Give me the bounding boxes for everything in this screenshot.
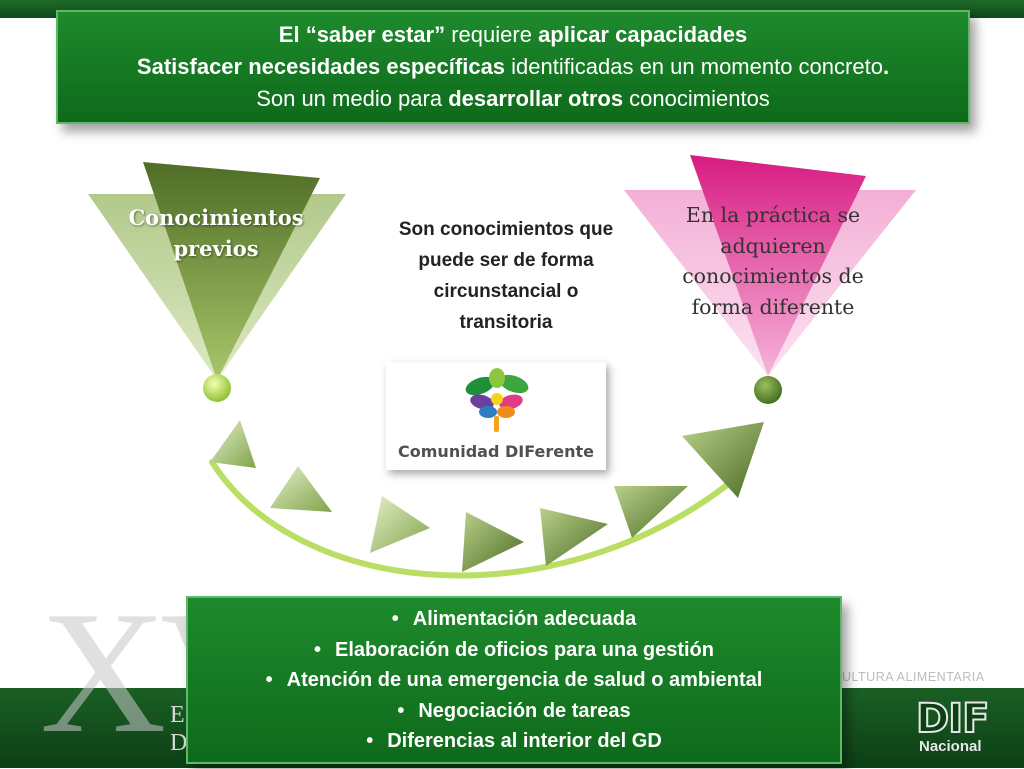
arrow-marker-5 [540, 508, 608, 566]
arrow-marker-2 [270, 466, 332, 512]
bullet-item: Alimentación adecuada [188, 604, 840, 635]
right-triangle-text: En la práctica se adquieren conocimiento… [652, 200, 894, 322]
dif-logo-letters: DIF [915, 696, 990, 742]
bullet-item: Atención de una emergencia de salud o am… [188, 665, 840, 696]
right-line-3: conocimientos de [682, 264, 864, 288]
footer-tagline: ULTURA ALIMENTARIA [842, 670, 985, 684]
right-line-4: forma diferente [691, 294, 855, 319]
header-line-2-bold-a: Satisfacer necesidades específicas [136, 54, 506, 79]
left-label-line-1: Conocimientos [128, 205, 304, 230]
header-line-3-text-a: Son un medio para [256, 86, 449, 111]
left-triangle-label: Conocimientos previos [104, 202, 328, 264]
arrow-marker-6 [614, 486, 688, 538]
comunidad-diferente-logo: Comunidad DIFerente [386, 362, 606, 470]
arrow-marker-7 [682, 422, 764, 498]
footer-letter-e: E [170, 702, 185, 728]
header-line-1: El “saber estar” requiere aplicar capaci… [58, 19, 968, 51]
header-line-2-text: identificadas en un momento concreto [505, 54, 883, 79]
bullet-box: Alimentación adecuada Elaboración de ofi… [186, 596, 842, 764]
header-line-3: Son un medio para desarrollar otros cono… [58, 83, 968, 115]
right-sphere [754, 376, 782, 404]
header-box: El “saber estar” requiere aplicar capaci… [56, 10, 970, 124]
bullet-item: Elaboración de oficios para una gestión [188, 635, 840, 666]
bullet-item: Diferencias al interior del GD [188, 726, 840, 757]
header-line-3-bold: desarrollar otros [448, 86, 624, 111]
bullet-item: Negociación de tareas [188, 696, 840, 727]
header-line-1-text: requiere [445, 22, 539, 47]
header-line-1-bold-c: aplicar capacidades [538, 22, 748, 47]
bullet-list: Alimentación adecuada Elaboración de ofi… [188, 604, 840, 757]
left-label-line-2: previos [173, 236, 259, 261]
right-line-1: En la práctica se [685, 203, 861, 227]
arrow-marker-1 [210, 420, 256, 468]
left-sphere [203, 374, 231, 402]
header-line-1-bold-a: El “saber estar” [278, 22, 446, 47]
middle-description: Son conocimientos que puede ser de forma… [378, 214, 634, 338]
middle-line-1: Son conocimientos que [398, 219, 614, 240]
logo-text: Comunidad DIFerente [398, 442, 594, 461]
middle-line-4: transitoria [459, 312, 553, 333]
flower-icon [465, 368, 529, 432]
right-triangle-front [690, 155, 866, 376]
arrow-marker-3 [370, 496, 430, 553]
header-line-2: Satisfacer necesidades específicas ident… [58, 51, 968, 83]
middle-line-3: circunstancial o [433, 281, 579, 302]
header-line-2-period: . [882, 54, 890, 79]
left-triangle-front [143, 162, 320, 380]
footer-letter-d: D [170, 730, 188, 756]
dif-nacional-logo: DIF Nacional [915, 696, 998, 758]
middle-line-2: puede ser de forma [418, 250, 594, 271]
progress-curve [209, 459, 739, 579]
right-line-2: adquieren [720, 233, 826, 258]
dif-logo-subtitle: Nacional [919, 738, 982, 755]
header-line-3-text-c: conocimientos [623, 86, 770, 111]
arrow-marker-4 [462, 512, 524, 572]
